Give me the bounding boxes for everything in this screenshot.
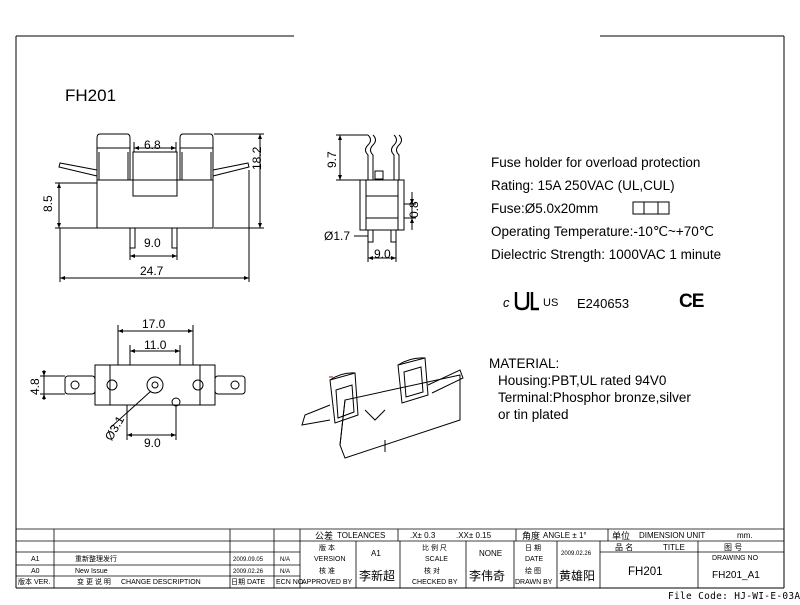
ul-file-number: E240653	[577, 296, 630, 311]
tb-checked-name: 李伟奇	[469, 569, 506, 583]
tb-angle-cn: 角度	[522, 531, 541, 541]
rev-header-desc: CHANGE DESCRIPTION	[121, 579, 201, 586]
front-view	[55, 133, 264, 282]
tb-date-label: DATE	[525, 556, 544, 563]
dim-side-9-0: 9.0	[374, 247, 391, 261]
rev-header-desc-cn: 变 更 说 明	[77, 579, 111, 586]
spec-description: Fuse holder for overload protection	[491, 155, 701, 170]
tb-unit-label: DIMENSION UNIT	[639, 531, 706, 540]
tb-tolerances-cn: 公差	[315, 531, 334, 541]
spec-rating: Rating: 15A 250VAC (UL,CUL)	[491, 178, 675, 193]
rev-a0-ver: A0	[31, 568, 40, 575]
tb-drawn-cn: 绘 图	[525, 568, 541, 575]
dim-bottom-11-0: 11.0	[144, 338, 167, 352]
rev-header-date: 日期 DATE	[231, 579, 266, 586]
dim-bottom-9-0: 9.0	[144, 436, 161, 450]
spec-fuse-size: Fuse:Ø5.0x20mm	[491, 201, 599, 216]
rev-a1-date: 2009.09.05	[233, 557, 264, 563]
ul-mark-logo: c US	[503, 290, 565, 312]
rev-header-ver: 版本 VER.	[18, 579, 51, 586]
tb-approved-cn: 核 准	[319, 568, 335, 575]
bottom-view	[40, 325, 246, 440]
tb-approved-name: 李新超	[359, 569, 396, 583]
rev-a0-ecn: N/A	[280, 569, 291, 575]
tb-scale-cn: 比 例 尺	[422, 545, 447, 552]
tb-drawn-label: DRAWN BY	[515, 579, 553, 586]
tb-version-cn: 版 本	[319, 545, 335, 552]
dim-bottom-17-0: 17.0	[142, 317, 166, 331]
ce-mark: CE	[679, 291, 704, 312]
tb-version-value: A1	[371, 549, 381, 558]
isometric-view	[301, 357, 464, 459]
tb-checked-label: CHECKED BY	[412, 579, 458, 586]
title-block-grid	[16, 528, 784, 588]
tb-drawing-value: FH201_A1	[712, 570, 760, 581]
tb-date-cn: 日 期	[525, 545, 541, 552]
rev-a1-ecn: N/A	[280, 557, 291, 563]
tb-approved-label: APPROVED BY	[302, 579, 353, 586]
spec-operating-temperature: Operating Temperature:-10℃~+70℃	[491, 224, 714, 239]
tb-scale-value: NONE	[479, 549, 503, 558]
tb-tol-xx: .XX± 0.15	[456, 531, 492, 540]
dim-front-6-8: 6.8	[144, 138, 161, 152]
rev-header-ecn: ECN NO.	[276, 579, 306, 586]
dim-front-24-7: 24.7	[140, 264, 164, 278]
material-heading: MATERIAL:	[489, 356, 560, 371]
sheet-frame	[15, 35, 785, 589]
tb-drawing-label: DRAWING NO	[712, 555, 759, 562]
tb-unit-value: mm.	[737, 531, 753, 540]
ul-mark-c: c	[503, 295, 510, 310]
tb-title-label: TITLE	[663, 543, 685, 552]
rev-a1-ver: A1	[31, 556, 40, 563]
rev-a0-date: 2009.02.26	[233, 569, 264, 575]
tb-angle-label: ANGLE ± 1°	[543, 531, 587, 540]
tb-date-value: 2009.02.26	[561, 551, 592, 557]
fuse-icon	[632, 201, 670, 215]
part-number-title: FH201	[65, 86, 117, 105]
material-housing: Housing:PBT,UL rated 94V0	[498, 373, 667, 388]
dim-front-9-0: 9.0	[144, 236, 161, 250]
tb-drawn-name: 黄雄阳	[559, 569, 596, 583]
ul-mark-us: US	[543, 297, 559, 309]
tb-drawing-cn: 图 号	[724, 543, 743, 552]
rev-a1-desc: 重新整理发行	[75, 556, 117, 563]
ul-logo-icon	[514, 292, 539, 311]
dim-bottom-4-8: 4.8	[28, 378, 42, 395]
material-terminal: Terminal:Phosphor bronze,silver	[498, 390, 691, 405]
dim-side-9-7: 9.7	[325, 151, 339, 168]
tb-version-label: VERSION	[314, 556, 346, 563]
rev-a0-desc: New Issue	[75, 568, 108, 575]
tb-scale-label: SCALE	[425, 556, 448, 563]
dim-side-0-8: 0.8	[407, 201, 421, 218]
dim-front-18-2: 18.2	[250, 146, 264, 170]
file-code: File Code: HJ-WI-E-03A	[668, 591, 800, 602]
tb-unit-cn: 单位	[612, 531, 631, 541]
tb-tol-x: .X± 0.3	[410, 531, 436, 540]
dim-front-8-5: 8.5	[41, 195, 55, 212]
spec-dielectric-strength: Dielectric Strength: 1000VAC 1 minute	[491, 247, 722, 262]
material-plating: or tin plated	[498, 407, 569, 422]
tb-title-value: FH201	[628, 566, 663, 578]
tb-tolerances-label: TOLEANCES	[337, 531, 386, 540]
tb-checked-cn: 核 对	[424, 568, 440, 575]
dim-side-pin-dia: Ø1.7	[324, 229, 351, 243]
tb-title-cn: 品 名	[615, 543, 634, 552]
